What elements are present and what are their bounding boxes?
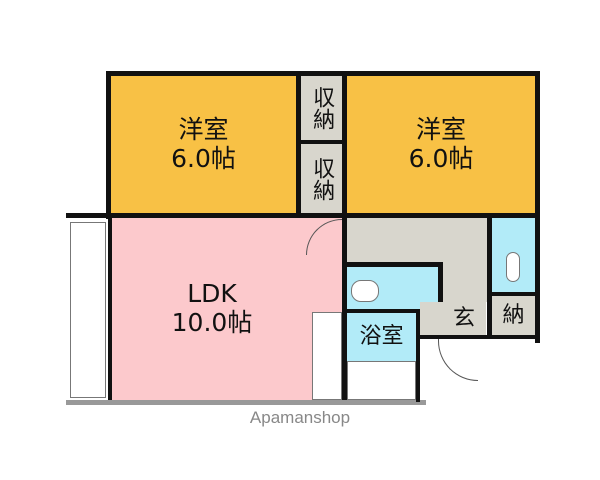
entrance-storage: 納 (492, 296, 535, 335)
wall (66, 213, 540, 218)
wall (416, 309, 420, 402)
kitchen-counter (312, 312, 342, 400)
wall (487, 292, 537, 296)
bathroom: 浴室 (347, 313, 416, 361)
room-size: 10.0帖 (171, 308, 253, 337)
wall (420, 335, 540, 339)
room-name: LDK (187, 279, 237, 309)
room-size: 6.0帖 (171, 143, 236, 173)
entrance: 玄 (420, 302, 486, 336)
western-room-right: 洋室 6.0帖 (347, 76, 535, 213)
wall (106, 71, 111, 219)
wall (296, 76, 301, 216)
room-name: 洋室 (178, 114, 229, 144)
bathtub (347, 361, 416, 400)
hallway (347, 218, 490, 265)
balcony (70, 222, 106, 398)
entrance-door (438, 339, 478, 381)
room-name: 収納 (309, 86, 335, 130)
floor-line (66, 400, 426, 405)
sink-icon (351, 280, 379, 302)
room-name: 納 (502, 302, 525, 328)
western-room-left: 洋室 6.0帖 (111, 76, 296, 213)
toilet-icon (506, 252, 520, 282)
wall (106, 71, 540, 76)
storage-bottom: 収納 (301, 144, 342, 213)
ldk: LDK 10.0帖 (112, 218, 342, 400)
room-size: 6.0帖 (408, 143, 474, 173)
room-name: 洋室 (415, 114, 466, 144)
wall (342, 76, 347, 402)
wall (108, 213, 112, 403)
storage-top: 収納 (301, 76, 342, 144)
room-name: 収納 (309, 156, 335, 201)
wall (487, 218, 492, 338)
wall (438, 262, 443, 310)
watermark: Apamanshop (249, 408, 351, 427)
room-name: 玄 (452, 306, 475, 332)
wall (344, 262, 442, 267)
wall (535, 71, 540, 343)
room-name: 浴室 (359, 324, 404, 350)
wall (342, 309, 442, 313)
